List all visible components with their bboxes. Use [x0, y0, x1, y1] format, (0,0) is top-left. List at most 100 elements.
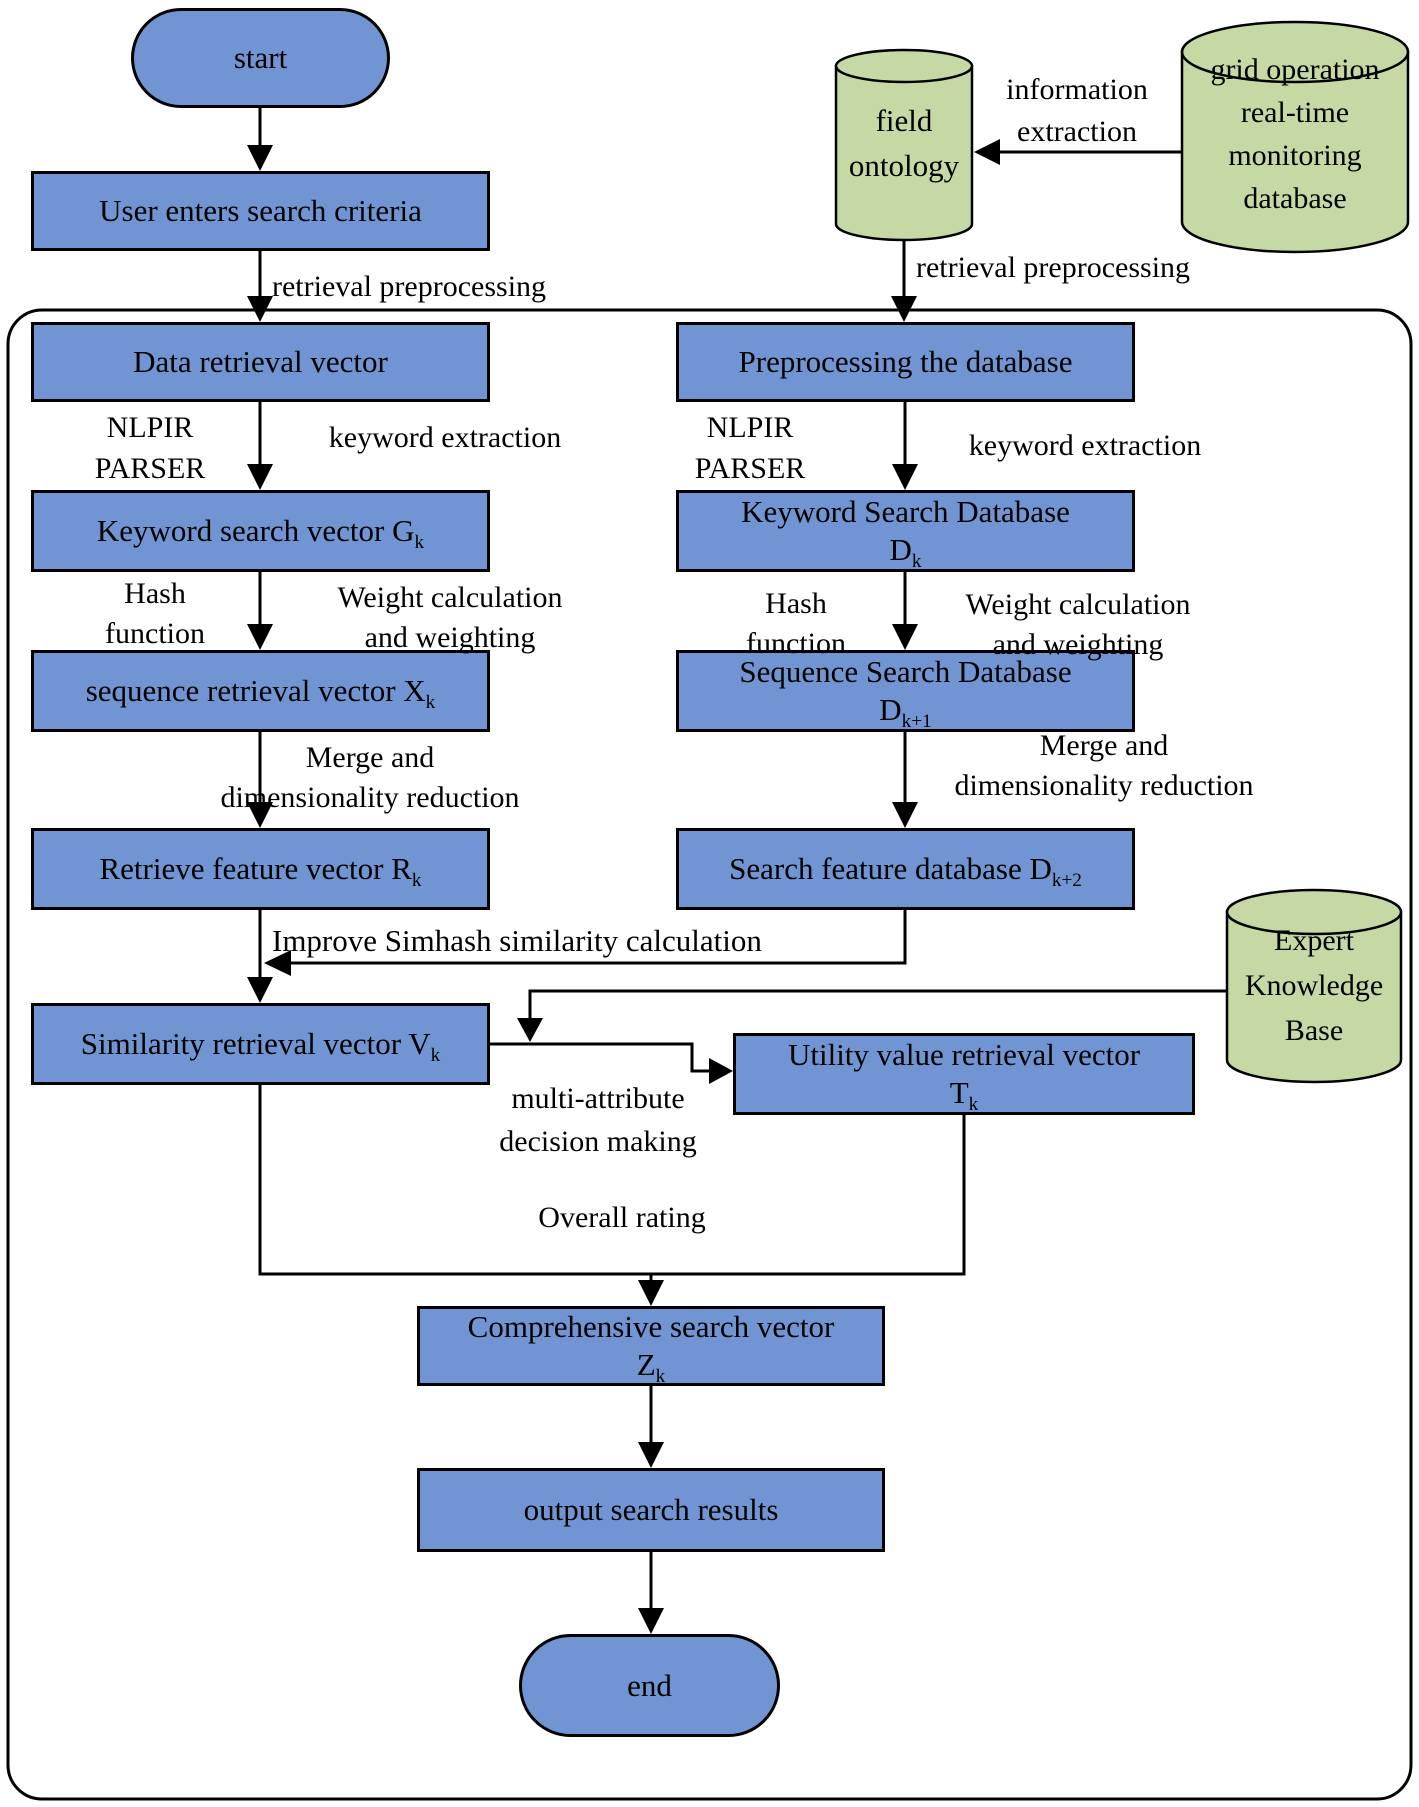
expert-kb-line2: Knowledge — [1244, 969, 1384, 1002]
edge-label-merge-left: Merge and dimensionality reduction — [220, 738, 519, 818]
multi-attribute-line2: decision making — [499, 1125, 697, 1158]
field-ontology-line1: field — [875, 103, 933, 138]
nlpir-left-line1: NLPIR — [106, 411, 194, 444]
node-preprocessing-database: Preprocessing the database — [676, 322, 1135, 402]
node-keyword-search-database-line2: Dk — [889, 531, 922, 573]
edge-label-information-extraction: information extraction — [1006, 69, 1148, 153]
process-container-frame — [6, 308, 1413, 1801]
label-text: Search feature database D — [729, 851, 1052, 886]
node-end-label: end — [627, 1667, 672, 1703]
label-text: T — [949, 1075, 969, 1110]
label-text: D — [889, 532, 912, 567]
cylinder-grid-monitoring-database — [1180, 20, 1410, 254]
merge-right-line2: dimensionality reduction — [954, 769, 1254, 802]
hash-right-line2: function — [746, 627, 846, 660]
label-text: Z — [636, 1347, 656, 1382]
edge-expertkb-to-utility-junction — [517, 989, 1227, 1042]
cylinder-expert-knowledge-base — [1225, 888, 1403, 1084]
edge-label-simhash: Improve Simhash similarity calculation — [272, 923, 762, 958]
edge-sequence-vector-to-feature-vector — [247, 732, 273, 828]
node-retrieve-feature-vector-label: Retrieve feature vector Rk — [99, 850, 422, 892]
label-subscript: k — [411, 870, 422, 892]
edge-feature-db-simhash-merge — [264, 910, 907, 976]
hash-left-line2: function — [105, 617, 205, 650]
label-subscript: k — [911, 551, 922, 573]
node-data-retrieval-vector-label: Data retrieval vector — [133, 344, 388, 379]
node-comprehensive-search-vector: Comprehensive search vector Zk — [417, 1306, 885, 1386]
edge-sequence-db-to-feature-db — [892, 732, 918, 828]
edge-label-keyword-extraction-left: keyword extraction — [328, 421, 562, 454]
node-keyword-search-database: Keyword Search Database Dk — [676, 490, 1135, 572]
multi-attribute-line1: multi-attribute — [511, 1082, 685, 1115]
node-keyword-search-vector-label: Keyword search vector Gk — [96, 512, 425, 554]
label-subscript: k — [968, 1094, 979, 1116]
edge-label-hash-function-right: Hash function — [746, 584, 846, 664]
node-search-feature-database-label: Search feature database Dk+2 — [729, 850, 1082, 892]
node-sequence-search-database-line2: Dk+1 — [879, 691, 932, 733]
node-end: end — [519, 1634, 780, 1737]
node-sequence-search-database-line1: Sequence Search Database — [739, 654, 1072, 689]
edge-label-retrieval-preprocessing-left: retrieval preprocessing — [272, 270, 547, 303]
label-subscript: k — [430, 1045, 441, 1067]
edge-comprehensive-to-output — [638, 1386, 664, 1468]
node-utility-value-vector-line2: Tk — [949, 1074, 979, 1116]
label-text: sequence retrieval vector X — [85, 673, 426, 708]
label-text: Keyword search vector G — [96, 513, 415, 548]
cylinder-field-ontology — [834, 48, 974, 242]
hash-left-line1: Hash — [124, 577, 186, 610]
node-output-results: output search results — [417, 1468, 885, 1552]
node-output-results-label: output search results — [523, 1492, 779, 1527]
node-utility-value-vector: Utility value retrieval vector Tk — [733, 1033, 1195, 1115]
node-comprehensive-search-vector-line1: Comprehensive search vector — [467, 1309, 835, 1344]
node-search-feature-database: Search feature database Dk+2 — [676, 828, 1135, 910]
nlpir-left-line2: PARSER — [94, 452, 206, 485]
node-keyword-search-vector: Keyword search vector Gk — [31, 490, 490, 572]
label-subscript: k+1 — [901, 711, 932, 733]
merge-left-line1: Merge and — [305, 741, 435, 774]
merge-left-line2: dimensionality reduction — [220, 781, 520, 814]
edge-label-multi-attribute: multi-attribute decision making — [499, 1077, 696, 1163]
nlpir-right-line2: PARSER — [694, 452, 806, 485]
edge-ontology-to-preprocessing — [891, 240, 917, 322]
field-ontology-line2: ontology — [848, 148, 960, 183]
edge-label-overall-rating: Overall rating — [538, 1201, 706, 1234]
node-similarity-retrieval-vector: Similarity retrieval vector Vk — [31, 1003, 490, 1085]
hash-right-line1: Hash — [765, 587, 827, 620]
merge-right-line1: Merge and — [1039, 729, 1169, 762]
cylinder-field-ontology-label: field ontology — [849, 98, 959, 188]
weight-left-line1: Weight calculation — [337, 581, 563, 614]
node-sequence-search-database: Sequence Search Database Dk+1 — [676, 650, 1135, 732]
edge-feature-vector-to-similarity-vector — [247, 910, 273, 1003]
label-text: D — [879, 692, 902, 727]
edge-label-retrieval-preprocessing-right: retrieval preprocessing — [916, 251, 1191, 284]
node-sequence-retrieval-vector: sequence retrieval vector Xk — [31, 650, 490, 732]
grid-database-line2: real-time — [1240, 96, 1350, 129]
edge-label-keyword-extraction-right: keyword extraction — [968, 429, 1202, 462]
edge-preprocessing-to-keyword-db — [892, 402, 918, 490]
expert-kb-line3: Base — [1284, 1014, 1344, 1047]
information-extraction-line2: extraction — [1017, 115, 1137, 148]
label-subscript: k+2 — [1051, 870, 1082, 892]
node-sequence-retrieval-vector-label: sequence retrieval vector Xk — [85, 672, 436, 714]
node-similarity-retrieval-vector-label: Similarity retrieval vector Vk — [80, 1025, 441, 1067]
grid-database-line1: grid operation — [1210, 53, 1380, 86]
node-user-input: User enters search criteria — [31, 171, 490, 251]
node-user-input-label: User enters search criteria — [99, 193, 422, 228]
label-text: Similarity retrieval vector V — [80, 1026, 431, 1061]
edge-output-to-end — [638, 1552, 664, 1634]
edge-user-to-data-vector — [247, 251, 273, 322]
weight-right-line2: and weighting — [992, 628, 1164, 661]
information-extraction-line1: information — [1006, 73, 1148, 106]
node-data-retrieval-vector: Data retrieval vector — [31, 322, 490, 402]
edge-start-to-user — [247, 108, 273, 171]
grid-database-line3: monitoring — [1228, 139, 1362, 172]
edge-keyword-db-to-sequence-db — [892, 572, 918, 650]
edge-similarity-to-utility — [490, 1042, 733, 1084]
weight-left-line2: and weighting — [364, 621, 536, 654]
cylinder-expert-kb-label: Expert Knowledge Base — [1245, 918, 1383, 1053]
label-subscript: k — [425, 692, 436, 714]
label-subscript: k — [414, 532, 425, 554]
cylinder-grid-database-label: grid operation real-time monitoring data… — [1210, 48, 1379, 220]
